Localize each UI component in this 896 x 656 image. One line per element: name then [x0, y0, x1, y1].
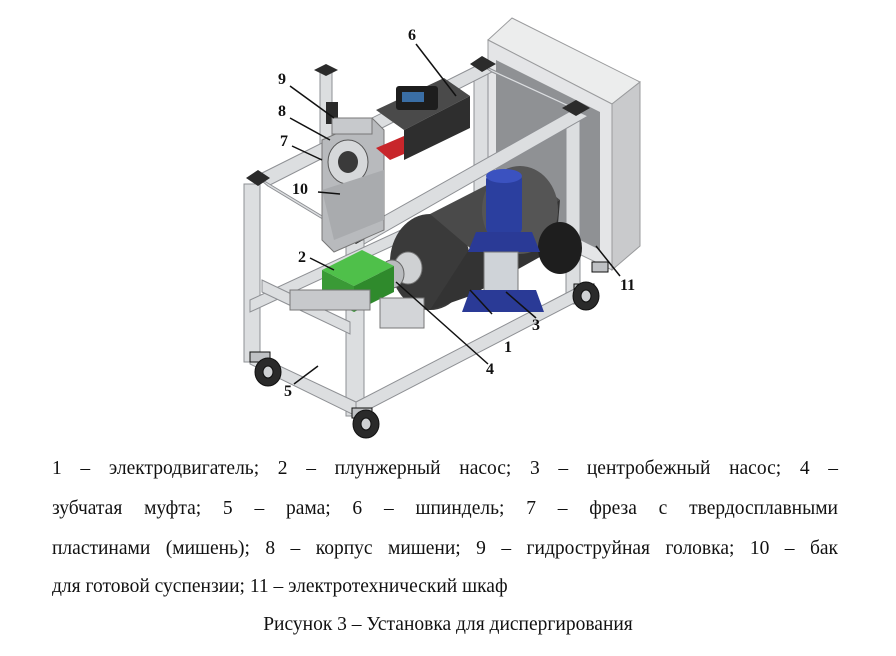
callout-9: 9 [278, 71, 286, 88]
legend-line-2: зубчатая муфта; 5 – рама; 6 – шпиндель; … [52, 498, 838, 519]
callout-1: 1 [504, 339, 512, 356]
callout-11: 11 [620, 277, 635, 294]
callout-leaders [289, 43, 621, 385]
hydrojet-head [326, 102, 373, 135]
spindle [376, 78, 470, 160]
callout-5: 5 [284, 383, 292, 400]
callout-4: 4 [486, 361, 494, 378]
figure-title: Рисунок 3 – Установка для диспергировани… [263, 614, 633, 635]
legend-line-3: пластинами (мишень); 8 – корпус мишени; … [52, 538, 838, 559]
callout-2: 2 [298, 249, 306, 266]
plunger-pump [289, 250, 425, 329]
callout-8: 8 [278, 103, 286, 120]
callout-3: 3 [532, 317, 540, 334]
callout-6: 6 [408, 27, 416, 44]
callout-10: 10 [292, 181, 308, 198]
casters [249, 261, 609, 439]
callout-labels: 6 9 8 7 10 2 1 3 4 5 11 [278, 27, 635, 400]
legend-line-1: 1 – электродвигатель; 2 – плунжерный нас… [52, 458, 838, 479]
target-housing [321, 117, 385, 253]
callout-7: 7 [280, 133, 288, 150]
legend-line-4: для готовой суспензии; 11 – электротехни… [52, 576, 508, 597]
apparatus-illustration: 6 9 8 7 10 2 1 3 4 5 11 [243, 17, 641, 439]
